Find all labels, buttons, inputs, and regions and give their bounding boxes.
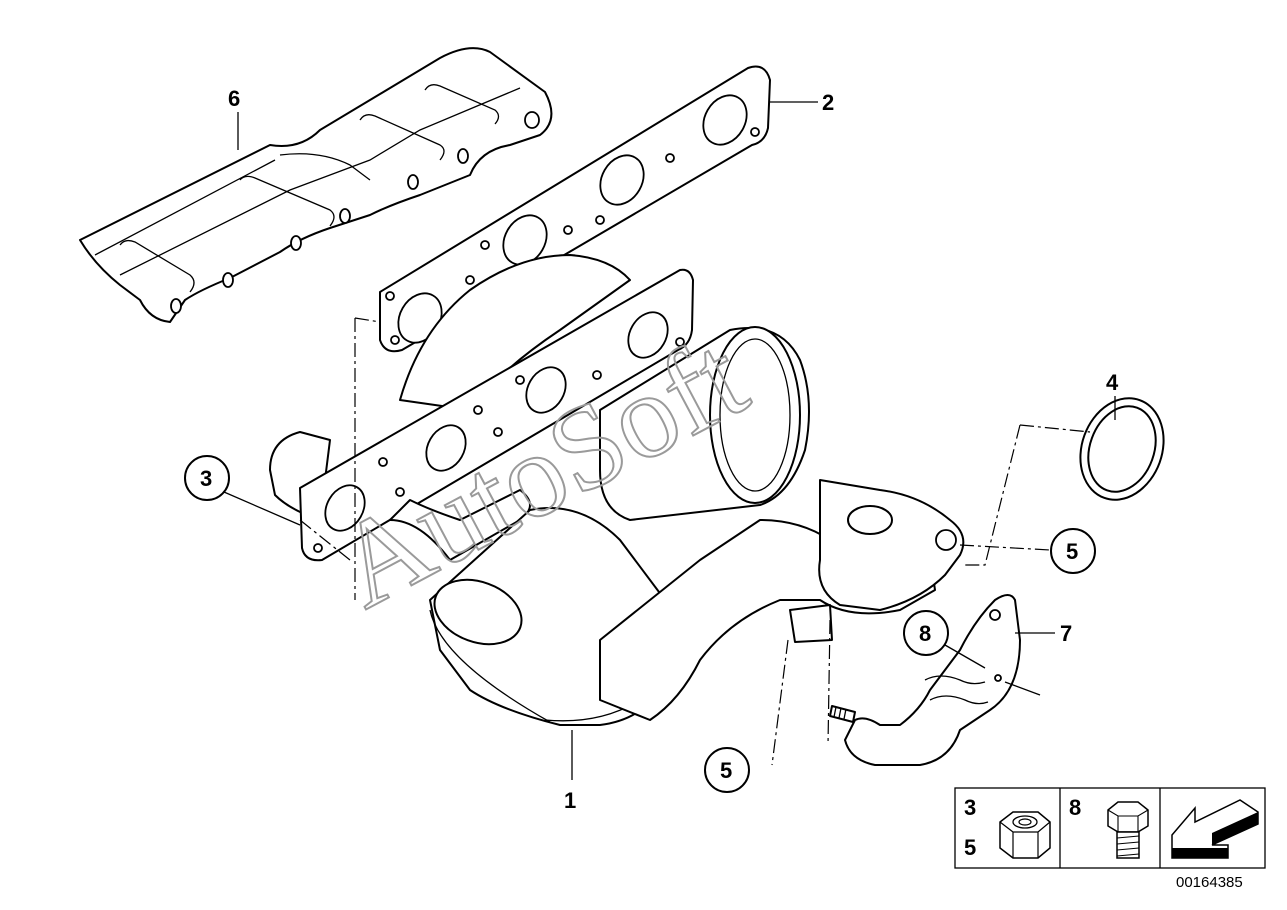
callout-6: 6 bbox=[228, 86, 240, 111]
svg-text:8: 8 bbox=[919, 621, 931, 646]
callout-8: 8 bbox=[903, 610, 949, 656]
svg-text:5: 5 bbox=[1066, 539, 1078, 564]
callout-5-lower: 5 bbox=[704, 747, 750, 793]
bracket-part[interactable] bbox=[829, 594, 1021, 766]
assembly-lines bbox=[299, 317, 1091, 766]
callout-5-right: 5 bbox=[1050, 528, 1096, 574]
hex-bolt-icon bbox=[1107, 801, 1149, 859]
svg-text:3: 3 bbox=[200, 466, 212, 491]
svg-text:5: 5 bbox=[720, 758, 732, 783]
direction-arrow-icon bbox=[1171, 799, 1259, 859]
legend-bolt-label-8: 8 bbox=[1069, 795, 1081, 820]
fastener-legend: 3 5 8 bbox=[954, 787, 1266, 869]
legend-nut-label-3: 3 bbox=[964, 795, 976, 820]
callout-2: 2 bbox=[822, 90, 834, 115]
hex-nut-icon bbox=[999, 811, 1051, 859]
manifold-catalyst-part[interactable] bbox=[269, 254, 965, 726]
callout-4: 4 bbox=[1106, 370, 1119, 395]
gasket-part[interactable] bbox=[379, 65, 771, 353]
document-number: 00164385 bbox=[1176, 874, 1243, 891]
legend-nut-label-5: 5 bbox=[964, 835, 976, 860]
callout-7-text: 7 bbox=[1060, 621, 1072, 646]
sealing-ring-part[interactable] bbox=[1067, 386, 1178, 511]
callout-3: 3 bbox=[184, 455, 230, 501]
callout-1: 1 bbox=[564, 788, 576, 813]
heat-shield-part[interactable] bbox=[79, 47, 553, 323]
